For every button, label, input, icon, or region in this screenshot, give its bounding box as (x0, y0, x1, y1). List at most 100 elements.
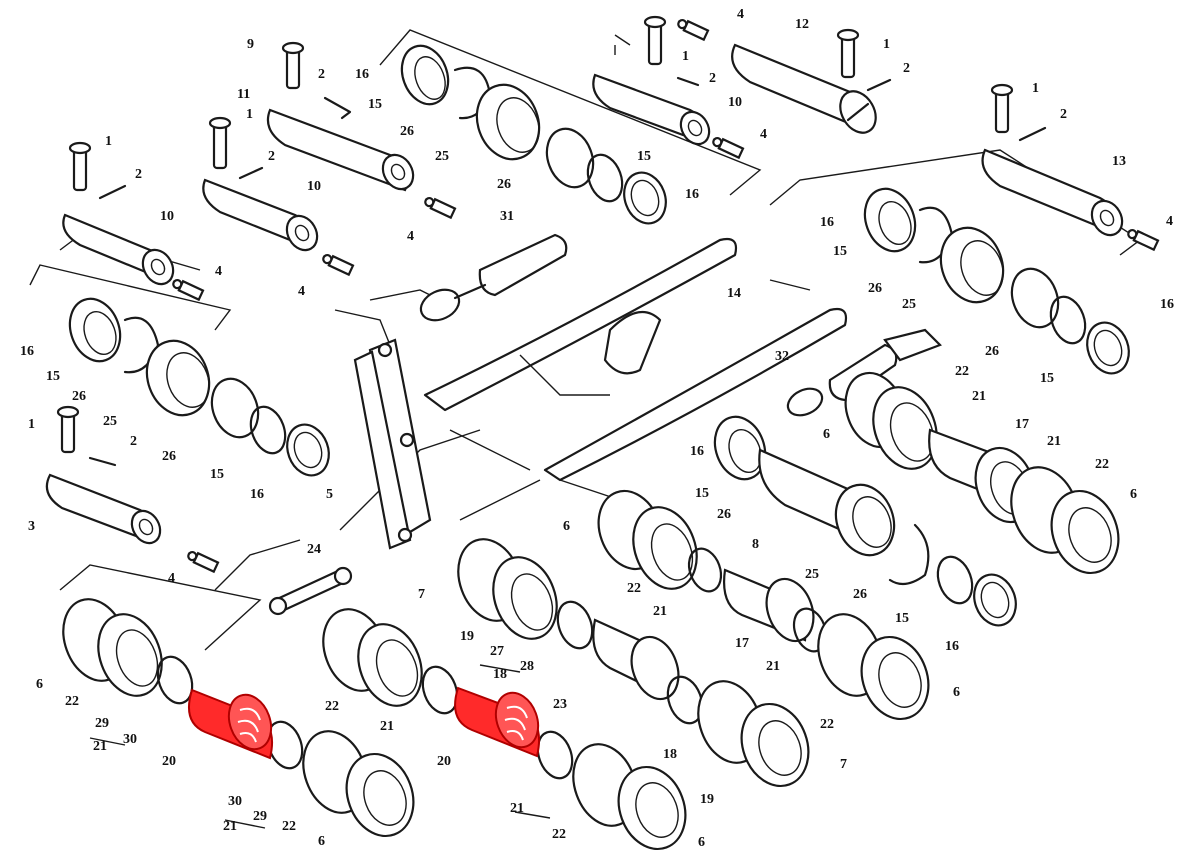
callout-15: 15 (695, 486, 709, 501)
callout-6: 6 (823, 427, 830, 442)
callout-4: 4 (407, 229, 414, 244)
callout-30: 30 (228, 794, 242, 809)
bushing-20-right (454, 686, 541, 758)
callout-21: 21 (93, 739, 107, 754)
callout-26: 26 (400, 124, 414, 139)
callout-4: 4 (1166, 214, 1173, 229)
callout-10: 10 (728, 95, 742, 110)
callout-6: 6 (1130, 487, 1137, 502)
roller-assembly-middle (457, 489, 930, 788)
callout-10: 10 (307, 179, 321, 194)
callout-25: 25 (435, 149, 449, 164)
grease-fittings (172, 18, 1160, 574)
callout-4: 4 (298, 284, 305, 299)
callout-22: 22 (820, 717, 834, 732)
callout-12: 12 (795, 17, 809, 32)
callout-29: 29 (95, 716, 109, 731)
callout-3: 3 (28, 519, 35, 534)
hydraulic-cylinders (419, 233, 942, 417)
callout-16: 16 (20, 344, 34, 359)
shaft-pins (45, 43, 1124, 545)
bushing-20-left (188, 688, 274, 760)
callout-4: 4 (215, 264, 222, 279)
callout-6: 6 (698, 835, 705, 850)
callout-10: 10 (160, 209, 174, 224)
callout-2: 2 (318, 67, 325, 82)
callout-32: 32 (775, 349, 789, 364)
callout-22: 22 (627, 581, 641, 596)
highlighted-bushings (188, 686, 541, 760)
callout-6: 6 (953, 685, 960, 700)
callout-8: 8 (752, 537, 759, 552)
callout-1: 1 (682, 49, 689, 64)
callout-28: 28 (520, 659, 534, 674)
callout-7: 7 (840, 757, 847, 772)
callout-15: 15 (895, 611, 909, 626)
callout-6: 6 (563, 519, 570, 534)
callout-22: 22 (325, 699, 339, 714)
callout-30: 30 (123, 732, 137, 747)
pin-parts (56, 15, 1014, 454)
callout-19: 19 (460, 629, 474, 644)
callout-22: 22 (65, 694, 79, 709)
callout-2: 2 (1060, 107, 1067, 122)
callout-17: 17 (1015, 417, 1029, 432)
callout-13: 13 (1112, 154, 1126, 169)
callout-14: 14 (727, 286, 741, 301)
callout-1: 1 (1032, 81, 1039, 96)
callout-25: 25 (805, 567, 819, 582)
callout-9: 9 (247, 37, 254, 52)
callout-7: 7 (418, 587, 425, 602)
callout-15: 15 (368, 97, 382, 112)
callout-18: 18 (493, 667, 507, 682)
callout-4: 4 (168, 571, 175, 586)
callout-21: 21 (223, 819, 237, 834)
callout-26: 26 (162, 449, 176, 464)
callout-2: 2 (903, 61, 910, 76)
callout-21: 21 (380, 719, 394, 734)
roller-assembly-upper-right (844, 371, 1120, 575)
seal-stacks (68, 44, 1130, 627)
callout-6: 6 (36, 677, 43, 692)
callout-4: 4 (760, 127, 767, 142)
callout-26: 26 (985, 344, 999, 359)
callout-17: 17 (735, 636, 749, 651)
callout-22: 22 (552, 827, 566, 842)
callout-22: 22 (1095, 457, 1109, 472)
callout-15: 15 (637, 149, 651, 164)
callout-29: 29 (253, 809, 267, 824)
callout-24: 24 (307, 542, 321, 557)
callout-21: 21 (1047, 434, 1061, 449)
callout-22: 22 (282, 819, 296, 834)
callout-1: 1 (28, 417, 35, 432)
callout-21: 21 (972, 389, 986, 404)
group-brackets (89, 664, 551, 829)
callout-26: 26 (717, 507, 731, 522)
callout-6: 6 (318, 834, 325, 849)
callout-21: 21 (510, 801, 524, 816)
callout-2: 2 (130, 434, 137, 449)
callout-15: 15 (210, 467, 224, 482)
callout-22: 22 (955, 364, 969, 379)
callout-5: 5 (326, 487, 333, 502)
callout-20: 20 (437, 754, 451, 769)
callout-15: 15 (46, 369, 60, 384)
callout-19: 19 (700, 792, 714, 807)
callout-26: 26 (853, 587, 867, 602)
cotter-pins (88, 76, 1047, 467)
roller-assembly-lower-left (62, 566, 687, 851)
callout-16: 16 (820, 215, 834, 230)
callout-26: 26 (72, 389, 86, 404)
callout-25: 25 (902, 297, 916, 312)
callout-16: 16 (690, 444, 704, 459)
callout-16: 16 (250, 487, 264, 502)
callout-16: 16 (685, 187, 699, 202)
callout-25: 25 (103, 414, 117, 429)
callout-2: 2 (268, 149, 275, 164)
callout-2: 2 (709, 71, 716, 86)
callout-1: 1 (246, 107, 253, 122)
callout-16: 16 (945, 639, 959, 654)
callout-21: 21 (653, 604, 667, 619)
